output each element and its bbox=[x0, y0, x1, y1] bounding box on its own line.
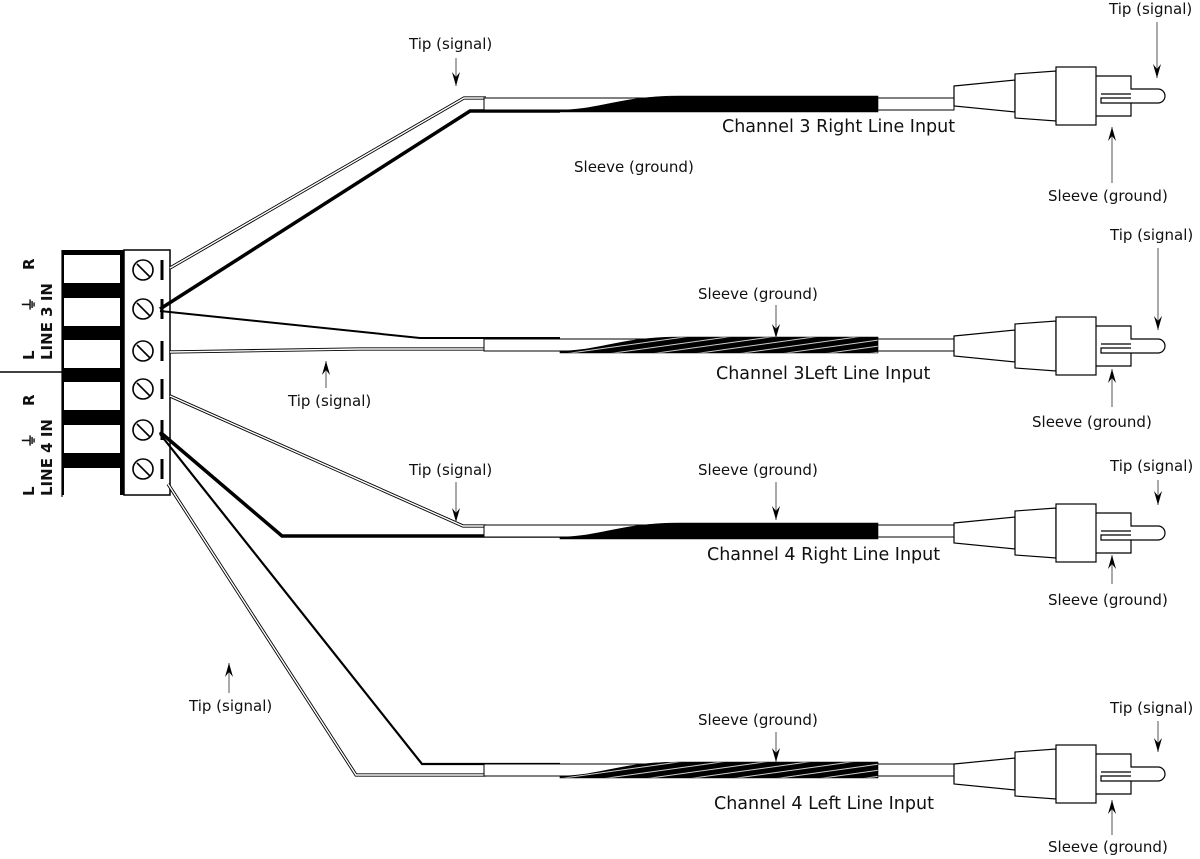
terminal-block bbox=[62, 249, 171, 496]
rca-plug-icon bbox=[953, 316, 1166, 376]
panel-labels: LINE 3 IN L ⏚ R LINE 4 IN L ⏚ R bbox=[0, 250, 63, 497]
terminal-slot bbox=[64, 340, 120, 368]
cable-label-ch4-left: Channel 4 Left Line Input bbox=[714, 794, 934, 814]
solid-shield bbox=[559, 95, 879, 113]
screw-icon bbox=[132, 340, 164, 362]
plug-collar bbox=[1055, 66, 1097, 126]
plug-ch4r-tip-label: Tip (signal) bbox=[1109, 457, 1193, 475]
terminal-slot bbox=[64, 382, 120, 410]
rca-plug-icon bbox=[953, 744, 1166, 804]
sleeve-wire-ch3-right bbox=[159, 109, 560, 311]
sleeve-wire-ch3-left bbox=[159, 310, 560, 339]
arrow-up-icon bbox=[322, 361, 330, 388]
callout-ch3r-sleeve: Sleeve (ground) bbox=[574, 158, 694, 176]
ground-symbol-line4: ⏚ bbox=[20, 433, 38, 448]
pin-label-l-line3: L bbox=[20, 350, 38, 360]
arrow-down-icon bbox=[1154, 480, 1162, 505]
terminal-slot bbox=[64, 425, 120, 453]
terminal-slot bbox=[64, 298, 120, 326]
callout-ch4l-sleeve: Sleeve (ground) bbox=[698, 711, 818, 729]
tip-wire-ch3-left bbox=[169, 347, 486, 354]
plug-ch3l-tip-label: Tip (signal) bbox=[1109, 226, 1193, 244]
solid-shield bbox=[559, 522, 879, 540]
arrow-down-icon bbox=[1154, 721, 1162, 752]
callout-ch3l-tip: Tip (signal) bbox=[287, 392, 371, 410]
plug-ch4r-sleeve-label: Sleeve (ground) bbox=[1048, 591, 1168, 609]
tip-wire-ch4-right bbox=[169, 394, 486, 528]
screw-icon bbox=[132, 378, 164, 400]
plug-collar bbox=[1055, 744, 1097, 804]
cable-ch3-right bbox=[483, 95, 955, 113]
group-label-line3: LINE 3 IN bbox=[38, 283, 56, 360]
callout-ch3l-sleeve: Sleeve (ground) bbox=[698, 285, 818, 303]
arrow-down-icon bbox=[772, 305, 780, 338]
plug-ch4l-tip-label: Tip (signal) bbox=[1109, 699, 1193, 717]
plug-ch4l-sleeve-label: Sleeve (ground) bbox=[1048, 838, 1168, 856]
screw-icon bbox=[132, 458, 164, 480]
cable-ch4-left bbox=[483, 761, 955, 779]
plug-ch3r-tip-label: Tip (signal) bbox=[1108, 0, 1192, 18]
arrow-up-icon bbox=[1108, 800, 1116, 835]
arrow-up-icon bbox=[1108, 555, 1116, 584]
arrow-up-icon bbox=[225, 663, 233, 693]
pin-label-r-line4: R bbox=[20, 394, 38, 406]
screw-icon bbox=[132, 259, 164, 281]
arrow-down-icon bbox=[772, 732, 780, 762]
braided-shield bbox=[559, 761, 879, 779]
plug-ch3l-sleeve-label: Sleeve (ground) bbox=[1032, 413, 1152, 431]
terminal-screw-strip bbox=[123, 249, 171, 496]
cable-label-ch4-right: Channel 4 Right Line Input bbox=[707, 545, 940, 565]
arrow-up-icon bbox=[1108, 369, 1116, 407]
plug-tip-pin bbox=[1096, 753, 1166, 795]
callout-ch4r-tip: Tip (signal) bbox=[408, 461, 492, 479]
screw-icon bbox=[132, 298, 164, 320]
tip-wire-ch4-left bbox=[166, 483, 486, 777]
cable-ch3-left bbox=[483, 336, 955, 354]
arrow-up-icon bbox=[1108, 127, 1116, 183]
callout-ch3r-tip: Tip (signal) bbox=[408, 35, 492, 53]
arrow-down-icon bbox=[452, 58, 460, 86]
plug-collar bbox=[1055, 503, 1097, 563]
plug-tip-pin bbox=[1096, 325, 1166, 367]
sleeve-wire-ch4-right bbox=[158, 430, 560, 538]
terminal-slot bbox=[64, 255, 120, 283]
arrow-down-icon bbox=[452, 482, 460, 522]
arrow-down-icon bbox=[1153, 22, 1161, 78]
plug-ch3r-sleeve-label: Sleeve (ground) bbox=[1048, 187, 1168, 205]
rca-plug-icon bbox=[953, 503, 1166, 563]
terminal-slot bbox=[64, 468, 120, 496]
braided-shield bbox=[559, 336, 879, 354]
ground-symbol-line3: ⏚ bbox=[20, 297, 38, 312]
pin-label-l-line4: L bbox=[20, 486, 38, 496]
callout-ch4r-sleeve: Sleeve (ground) bbox=[698, 461, 818, 479]
labels: Tip (signal) Sleeve (ground) Channel 3 R… bbox=[188, 0, 1193, 856]
terminal-block-body bbox=[62, 250, 126, 495]
tip-wire-ch3-right bbox=[169, 96, 486, 270]
arrow-down-icon bbox=[772, 482, 780, 520]
group-label-line4: LINE 4 IN bbox=[38, 419, 56, 496]
plug-tip-pin bbox=[1096, 512, 1166, 554]
callout-ch4l-tip: Tip (signal) bbox=[188, 697, 272, 715]
cable-label-ch3-right: Channel 3 Right Line Input bbox=[722, 117, 955, 137]
cable-label-ch3-left: Channel 3Left Line Input bbox=[716, 364, 931, 384]
rca-plug-icon bbox=[953, 66, 1166, 126]
arrow-down-icon bbox=[1154, 248, 1162, 330]
plug-tip-pin bbox=[1096, 75, 1166, 117]
pin-label-r-line3: R bbox=[20, 258, 38, 270]
plug-collar bbox=[1055, 316, 1097, 376]
cable-ch4-right bbox=[483, 522, 955, 540]
